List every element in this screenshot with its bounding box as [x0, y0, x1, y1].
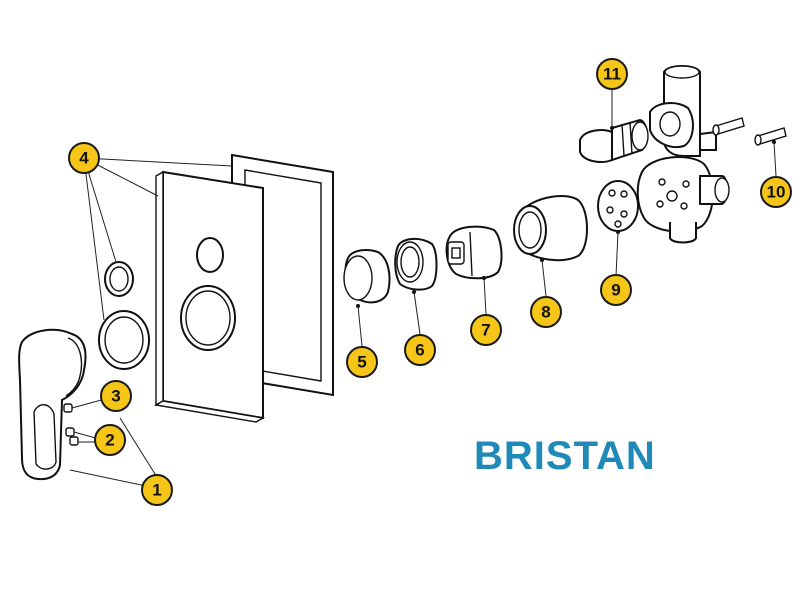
callout-badge: [94, 424, 126, 456]
callout-7: 7: [470, 314, 502, 346]
callout-6: 6: [404, 334, 436, 366]
callout-9: 9: [600, 274, 632, 306]
callout-label: 10: [767, 183, 786, 202]
faceplate: [153, 170, 266, 423]
sleeve: [513, 195, 588, 262]
callout-3: 3: [100, 380, 132, 412]
callout-label: 4: [79, 149, 89, 168]
callout-label: 8: [541, 303, 550, 322]
callout-badge: [600, 274, 632, 306]
callout-label: 2: [105, 431, 114, 450]
lever-handle: [18, 328, 87, 481]
valve-body: [636, 65, 730, 244]
callout-8: 8: [530, 296, 562, 328]
callout-badge: [100, 380, 132, 412]
callout-label: 5: [357, 353, 366, 372]
callout-badge: [530, 296, 562, 328]
grub-screws: [63, 403, 79, 446]
callout-label: 7: [481, 321, 490, 340]
callout-10: 10: [760, 176, 792, 208]
callout-label: 11: [603, 65, 621, 84]
callout-2: 2: [94, 424, 126, 456]
callout-label: 1: [152, 481, 161, 500]
leader-dots: [356, 126, 776, 308]
callout-label: 3: [111, 387, 120, 406]
callout-badge: [760, 176, 792, 208]
callout-11: 11: [596, 58, 628, 90]
seal-plate: [597, 180, 639, 232]
callout-badge: [470, 314, 502, 346]
callout-label: 9: [611, 281, 620, 300]
large-trim-ring: [98, 310, 150, 370]
cartridge: [445, 225, 503, 280]
small-trim-ring: [104, 261, 134, 297]
callout-badge: [404, 334, 436, 366]
callout-1: 1: [141, 474, 173, 506]
brand-logo: BRISTAN: [474, 434, 656, 478]
callout-badge: [141, 474, 173, 506]
shroud: [343, 249, 391, 304]
callout-badge: [596, 58, 628, 90]
fixing-screws: [712, 117, 787, 146]
retaining-nut: [394, 238, 438, 291]
callout-badge: [346, 346, 378, 378]
callout-badge: [68, 142, 100, 174]
callout-5: 5: [346, 346, 378, 378]
callout-label: 6: [415, 341, 424, 360]
diverter-cartridge: [579, 118, 649, 163]
callout-4: 4: [68, 142, 100, 174]
